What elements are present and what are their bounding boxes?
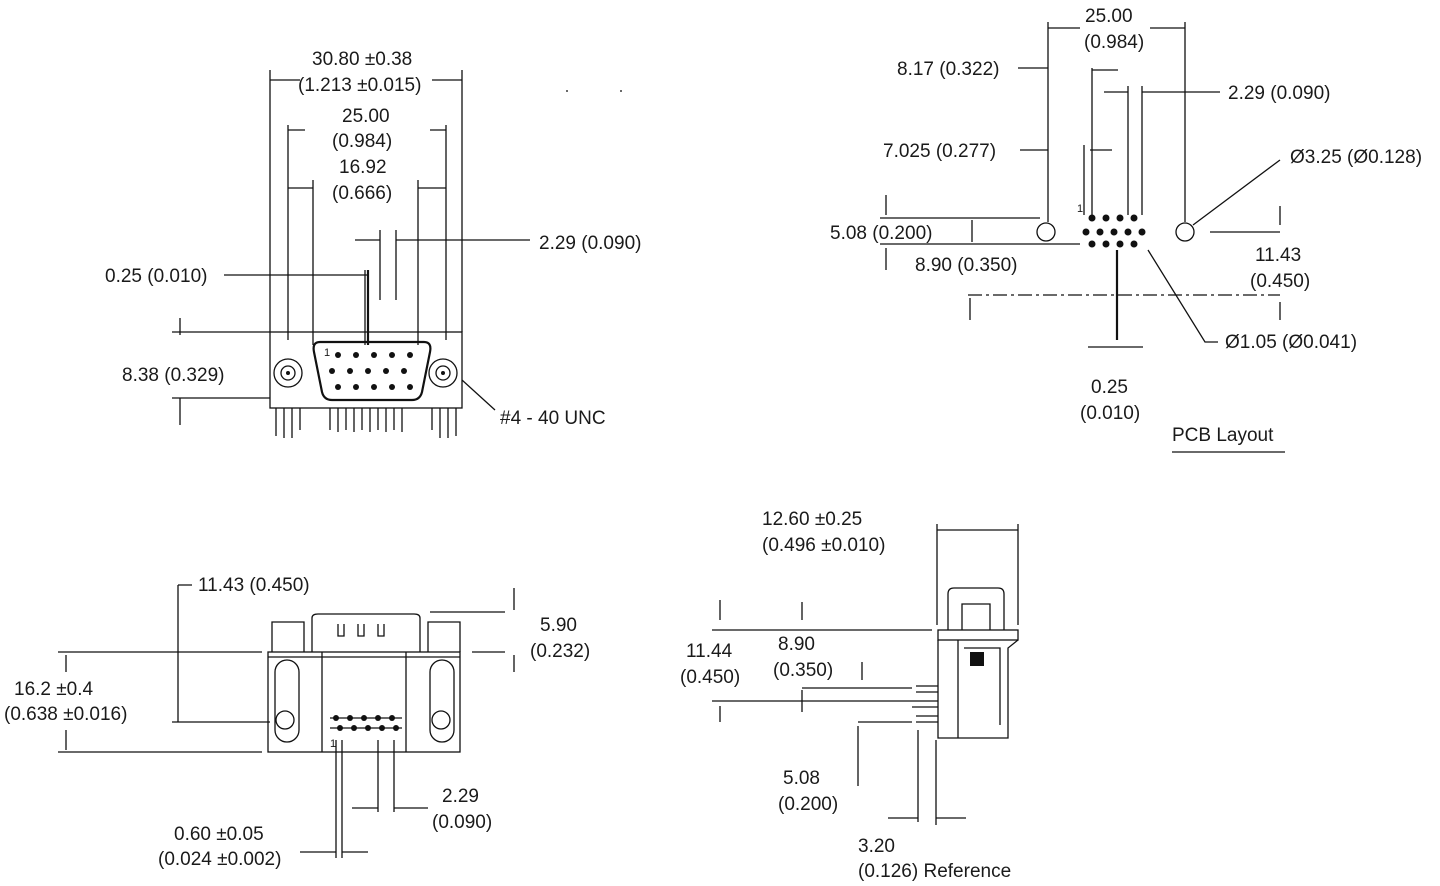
side-body (937, 639, 1019, 739)
pcb-mount-hole-dia: Ø3.25 (Ø0.128) (1290, 147, 1422, 168)
side-height: 11.44 (686, 641, 733, 662)
bottom-body (267, 651, 461, 753)
pcb-depth: 11.43 (1255, 245, 1301, 266)
bottom-pin-pitch-in: (0.090) (432, 812, 492, 833)
pcb-stagger-in: (0.010) (1080, 403, 1140, 424)
pin-array (329, 352, 413, 390)
front-view: 1 30.80 ±0.38 (1.213 ±0.015) 25.00 (0.98… (105, 49, 641, 438)
bottom-shell-height-in: (0.232) (530, 641, 590, 662)
pcb-pin-pitch: 2.29 (0.090) (1228, 83, 1330, 104)
side-width: 12.60 ±0.25 (762, 509, 862, 530)
front-height: 8.38 (0.329) (122, 365, 224, 386)
bottom-pin-dia-in: (0.024 ±0.002) (158, 849, 281, 870)
side-row-spacing-in: (0.200) (778, 794, 838, 815)
mount-screw-left (273, 358, 303, 388)
front-shell-width: 16.92 (339, 157, 387, 178)
side-flange (937, 629, 1019, 641)
bottom-view: 1 11.43 (0.450) 5.90 (0.232) 16.2 ±0.4 (… (4, 575, 590, 870)
mount-hole-right (1175, 222, 1195, 242)
front-thread-spec: #4 - 40 UNC (500, 408, 606, 429)
side-dimension-lines (712, 524, 1019, 825)
front-overall-width-in: (1.213 ±0.015) (298, 75, 421, 96)
pcb-pin-hole-dia: Ø1.05 (Ø0.041) (1225, 332, 1357, 353)
board-legs (275, 408, 457, 438)
side-width-in: (0.496 ±0.010) (762, 535, 885, 556)
pcb-offset-a: 8.17 (0.322) (897, 59, 999, 80)
pcb-dimension-lines (880, 22, 1285, 453)
bottom-total-height-in: (0.638 ±0.016) (4, 704, 127, 725)
shell-dimples (337, 624, 385, 637)
bottom-pin-1-marker: 1 (330, 738, 336, 750)
front-dimension-lines (172, 70, 530, 425)
front-shell-width-in: (0.666) (332, 183, 392, 204)
side-pin-height-in: (0.350) (773, 660, 833, 681)
bottom-shell-height: 5.90 (540, 615, 577, 636)
pcb-row-offset: 8.90 (0.350) (915, 255, 1017, 276)
bottom-pin-dia: 0.60 ±0.05 (174, 824, 264, 845)
side-reference: 3.20 (858, 836, 895, 857)
shell-top (311, 613, 421, 652)
d-sub-shell (312, 340, 432, 402)
front-mount-spacing-in: (0.984) (332, 131, 392, 152)
pcb-layout: 1 25.00 (0.984) 8.17 (0.322) 2.29 (0.090… (830, 6, 1422, 453)
bottom-pin-array (330, 715, 402, 731)
pin-1-marker: 1 (324, 347, 330, 359)
pcb-pin-1-marker: 1 (1077, 203, 1083, 215)
side-pin-height: 8.90 (778, 634, 815, 655)
side-latch (970, 652, 984, 666)
mount-screw-right (428, 358, 458, 388)
side-reference-in: (0.126) Reference (858, 861, 1011, 882)
side-view: 12.60 ±0.25 (0.496 ±0.010) 11.44 (0.450)… (680, 509, 1019, 882)
side-standoff (947, 587, 1005, 630)
front-overall-width: 30.80 ±0.38 (312, 49, 412, 70)
side-pins (912, 685, 938, 723)
pcb-hole-spacing-in: (0.984) (1084, 32, 1144, 53)
front-row-offset: 0.25 (0.010) (105, 266, 207, 287)
bottom-total-height: 16.2 ±0.4 (14, 679, 94, 700)
front-pin-pitch: 2.29 (0.090) (539, 233, 641, 254)
pcb-offset-b: 7.025 (0.277) (883, 141, 996, 162)
standoffs (271, 621, 461, 652)
side-height-in: (0.450) (680, 667, 740, 688)
mount-hole-left (1036, 222, 1056, 242)
bottom-pin-pitch: 2.29 (442, 786, 479, 807)
pcb-row-spacing: 5.08 (0.200) (830, 223, 932, 244)
slot-left (274, 659, 300, 743)
side-row-spacing: 5.08 (783, 768, 820, 789)
slot-right (429, 659, 455, 743)
bottom-depth: 11.43 (0.450) (198, 575, 310, 596)
pcb-hole-spacing: 25.00 (1085, 6, 1133, 27)
bottom-dimension-lines (58, 584, 515, 858)
connector-flange (269, 331, 463, 409)
pcb-stagger: 0.25 (1091, 377, 1128, 398)
front-mount-spacing: 25.00 (342, 106, 390, 127)
pcb-depth-in: (0.450) (1250, 271, 1310, 292)
pcb-pin-holes (1082, 214, 1146, 248)
pcb-layout-title: PCB Layout (1172, 425, 1274, 446)
